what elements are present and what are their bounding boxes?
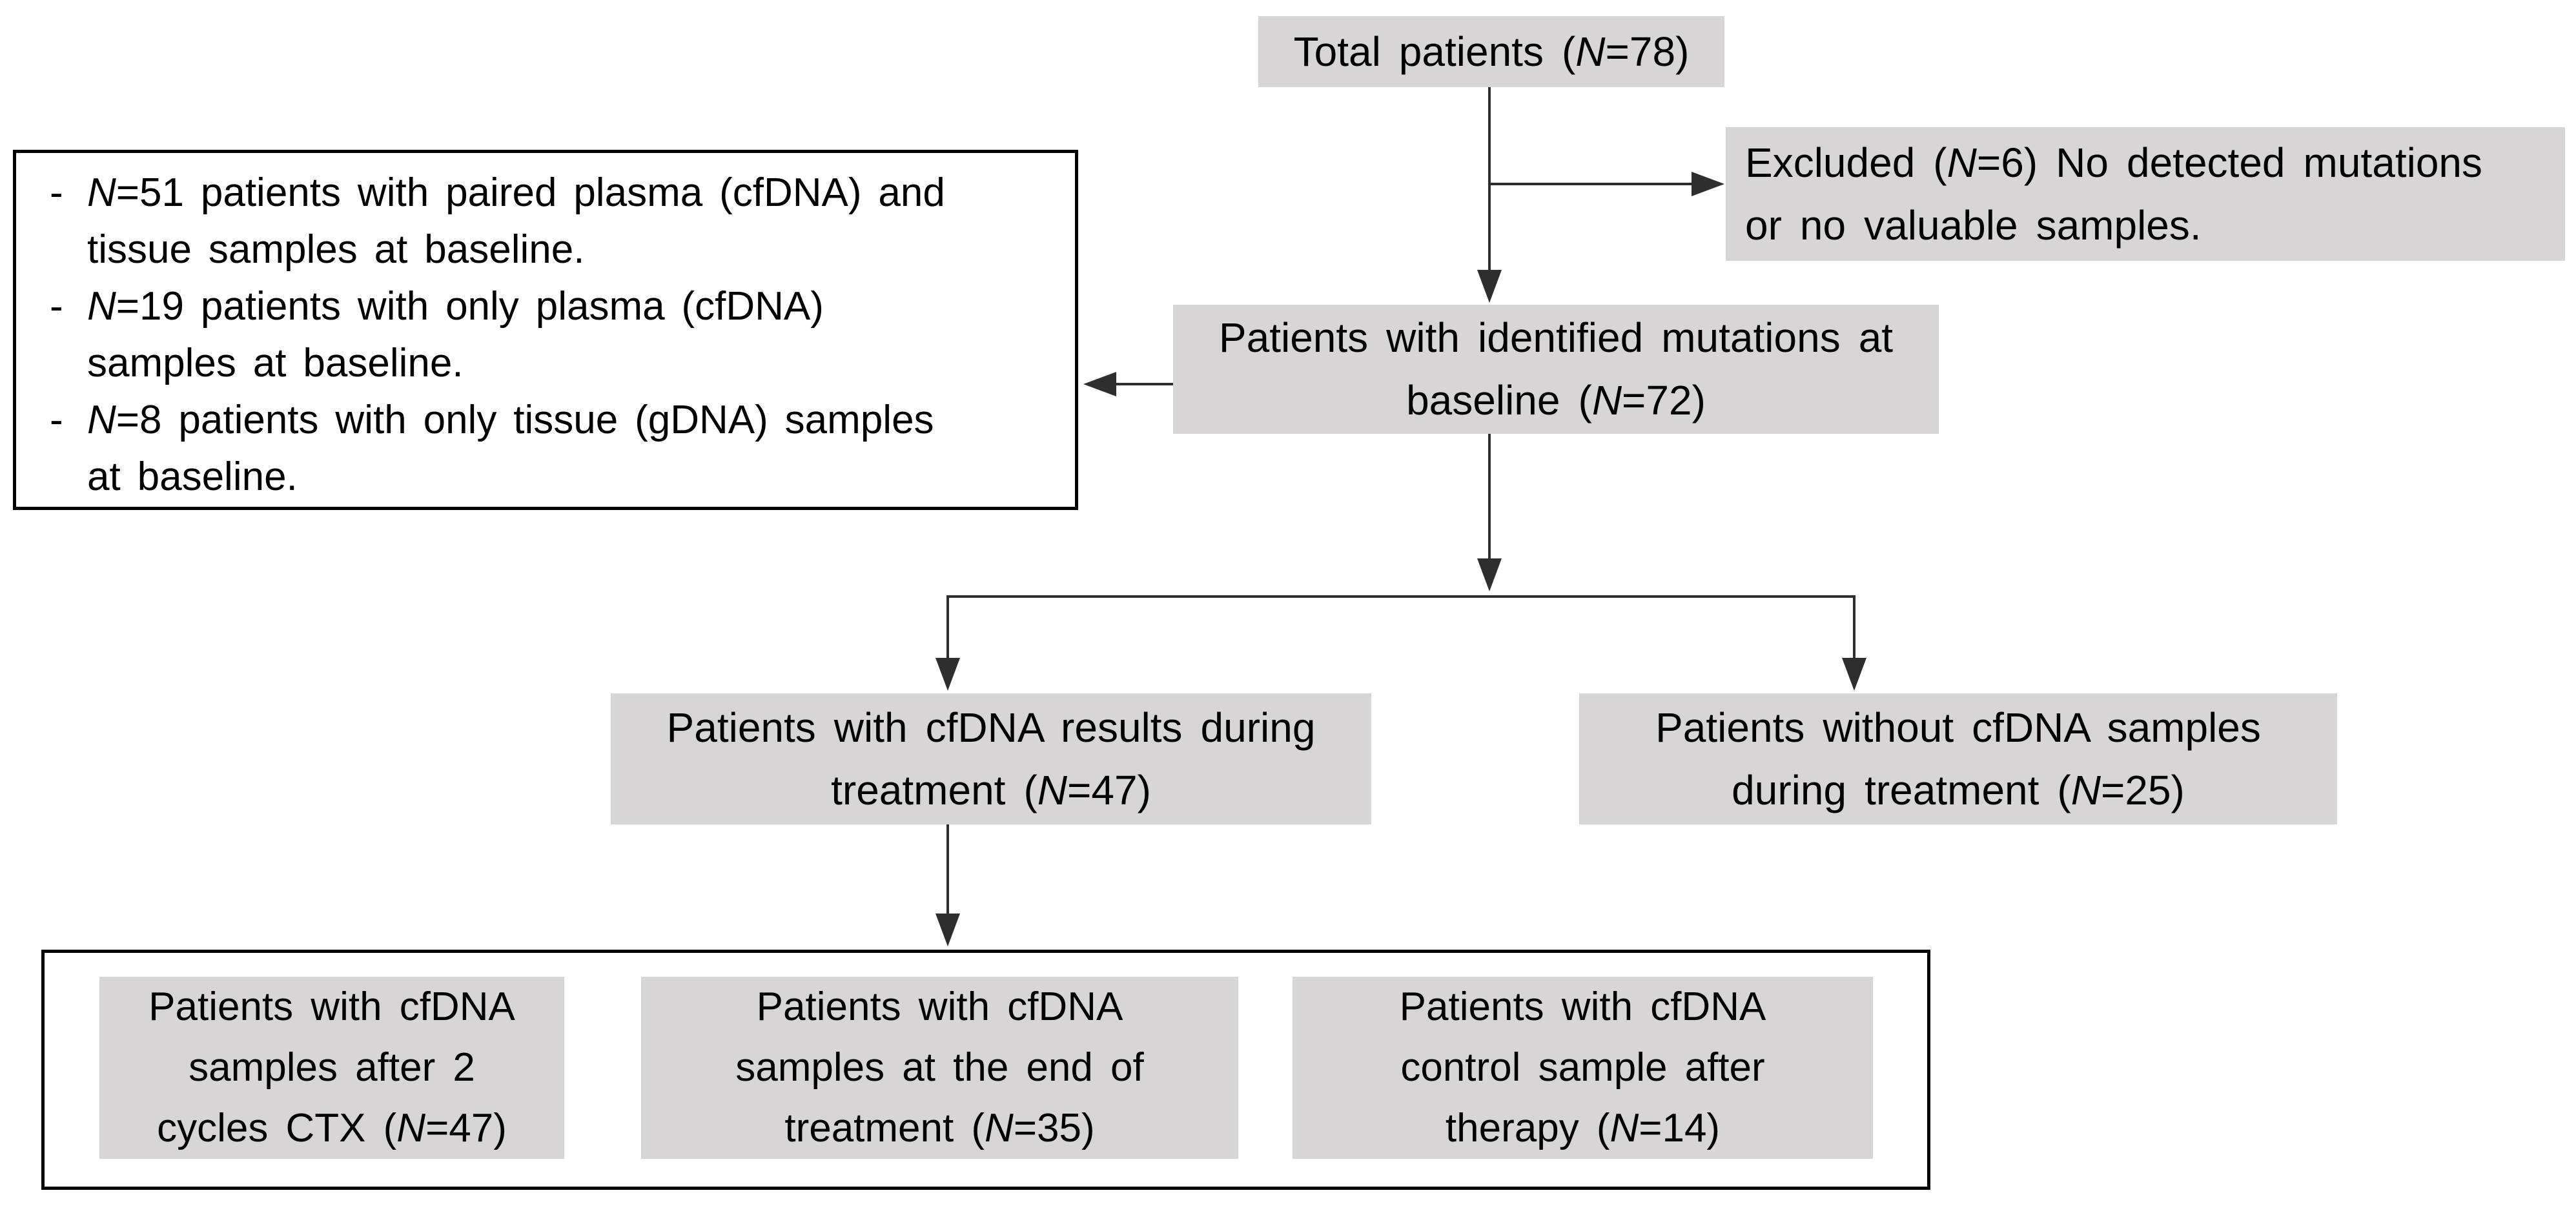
note-text-line: at baseline. (87, 454, 298, 499)
node-excluded: Excluded (N=6) No detected mutations or … (1726, 127, 2565, 261)
note-item: - N=19 patients with only plasma (cfDNA)… (16, 278, 1075, 392)
bullet-dash: - (50, 284, 63, 329)
node-text-line: Excluded (N=6) No detected mutations (1745, 139, 2483, 186)
node-cfdna-after-2-cycles: Patients with cfDNA samples after 2 cycl… (99, 977, 564, 1159)
node-cfdna-end-of-treatment: Patients with cfDNA samples at the end o… (641, 977, 1238, 1159)
node-baseline-mutations: Patients with identified mutations at ba… (1173, 305, 1939, 434)
connector-baseline-to-note (1083, 372, 1173, 396)
node-text-line: baseline (N=72) (1406, 377, 1706, 424)
note-item: - N=51 patients with paired plasma (cfDN… (16, 165, 1075, 278)
node-cfdna-control-after-therapy: Patients with cfDNA control sample after… (1293, 977, 1873, 1159)
node-without-cfdna-during-treatment: Patients without cfDNA samples during tr… (1579, 693, 2337, 824)
connector-during-to-container (935, 824, 960, 946)
node-text-line: samples at the end of (735, 1045, 1144, 1090)
node-text-line: samples after 2 (189, 1045, 475, 1090)
node-text-line: Patients without cfDNA samples (1655, 704, 2261, 751)
node-text-line: treatment (N=47) (831, 766, 1151, 813)
connector-split-to-during (935, 595, 960, 691)
node-total-patients: Total patients (N=78) (1258, 16, 1724, 87)
note-item-text: N=19 patients with only plasma (cfDNA) s… (87, 278, 1075, 392)
note-text-line: tissue samples at baseline. (87, 227, 585, 272)
node-text-line: Patients with cfDNA (756, 985, 1123, 1029)
bullet-dash: - (50, 398, 63, 442)
note-text-line: N=51 patients with paired plasma (cfDNA)… (87, 170, 945, 215)
note-item: - N=8 patients with only tissue (gDNA) s… (16, 392, 1075, 505)
note-item-text: N=8 patients with only tissue (gDNA) sam… (87, 392, 1075, 505)
connector-total-to-excluded (1489, 172, 1724, 196)
note-item-text: N=51 patients with paired plasma (cfDNA)… (87, 165, 1075, 278)
note-text-line: N=19 patients with only plasma (cfDNA) (87, 284, 824, 329)
connector-total-to-baseline (1477, 87, 1502, 303)
node-text-line: therapy (N=14) (1445, 1106, 1721, 1150)
node-text-line: treatment (N=35) (784, 1106, 1095, 1150)
node-text-line: Patients with cfDNA (148, 985, 515, 1029)
node-text-line: Patients with cfDNA (1399, 985, 1766, 1029)
bullet-dash: - (50, 170, 63, 215)
node-text-line: Patients with identified mutations at (1218, 314, 1894, 361)
node-text-line: cycles CTX (N=47) (157, 1106, 507, 1150)
node-text-line: control sample after (1400, 1045, 1765, 1090)
node-text-line: Total patients (N=78) (1293, 28, 1690, 75)
node-text-line: Patients with cfDNA results during (666, 704, 1316, 751)
note-text-line: N=8 patients with only tissue (gDNA) sam… (87, 398, 934, 442)
node-text-line: or no valuable samples. (1745, 201, 2202, 249)
node-text-line: during treatment (N=25) (1732, 766, 2185, 813)
connector-split-to-without (1842, 595, 1866, 691)
note-text-line: samples at baseline. (87, 341, 464, 385)
connector-baseline-to-split (1477, 434, 1502, 591)
baseline-samples-note: - N=51 patients with paired plasma (cfDN… (13, 150, 1078, 510)
node-cfdna-during-treatment: Patients with cfDNA results during treat… (611, 693, 1371, 824)
